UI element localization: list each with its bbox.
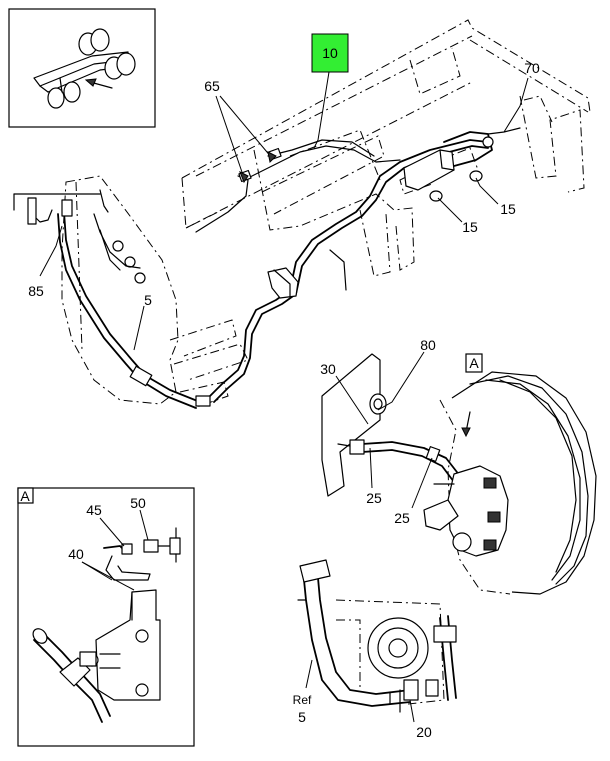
callout-65[interactable]: 65 <box>204 78 220 94</box>
ref-5-callout[interactable]: 5 <box>298 709 306 725</box>
callout-10-highlighted[interactable]: 10 <box>311 33 349 73</box>
callout-30[interactable]: 30 <box>320 361 336 377</box>
callout-40[interactable]: 40 <box>68 546 84 562</box>
callout-5[interactable]: 5 <box>144 292 152 308</box>
callout-15-lower[interactable]: 15 <box>462 219 478 235</box>
inset-a-letter: A <box>20 488 30 504</box>
bracket-detail-20 <box>297 559 457 713</box>
detail-a-view-label: A <box>465 353 483 373</box>
spring-hanger-left <box>13 175 249 409</box>
callout-25-right[interactable]: 25 <box>394 510 410 526</box>
callout-85[interactable]: 85 <box>28 283 44 299</box>
leader-lines <box>39 71 529 723</box>
ref-label: Ref <box>293 693 312 707</box>
callout-70[interactable]: 70 <box>524 60 540 76</box>
callout-45[interactable]: 45 <box>86 502 102 518</box>
callout-50[interactable]: 50 <box>130 495 146 511</box>
detail-a-letter: A <box>469 355 479 371</box>
brake-line-assembly <box>195 127 521 403</box>
locator-inset <box>8 8 156 128</box>
callout-10-label: 10 <box>322 45 338 61</box>
callout-15-upper[interactable]: 15 <box>500 201 516 217</box>
frame-rail <box>181 19 591 277</box>
inset-a-detail <box>17 487 195 747</box>
detail-a-wheel <box>321 353 597 595</box>
callout-20[interactable]: 20 <box>416 724 432 740</box>
callout-80[interactable]: 80 <box>420 337 436 353</box>
callout-25-left[interactable]: 25 <box>366 490 382 506</box>
